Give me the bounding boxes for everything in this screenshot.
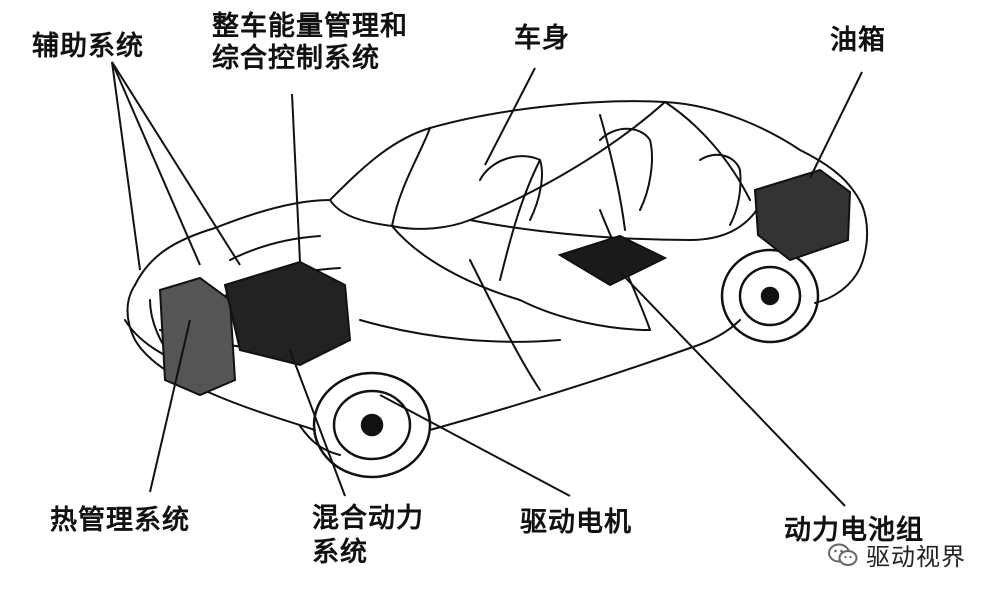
leader-auxiliary-1 — [111, 61, 141, 271]
front-wheel — [312, 371, 432, 479]
label-auxiliary-system: 辅助系统 — [32, 31, 144, 62]
label-hybrid-system-line1: 混合动力 — [312, 503, 424, 534]
label-energy-management-line2: 综合控制系统 — [212, 43, 380, 74]
battery-pack — [557, 234, 668, 287]
engine-block — [223, 260, 352, 367]
label-hybrid-system-line2: 系统 — [312, 537, 368, 568]
leader-auxiliary-3 — [111, 61, 241, 266]
leader-thermal — [149, 319, 191, 493]
fuel-tank-block — [753, 168, 852, 262]
wechat-icon — [828, 543, 858, 566]
car-body-outline — [134, 100, 869, 304]
leader-battery — [619, 271, 846, 507]
leader-hybrid — [289, 349, 346, 497]
label-thermal-management: 热管理系统 — [50, 505, 190, 536]
rear-wheel — [720, 248, 820, 344]
radiator-block — [158, 276, 237, 397]
leader-fuel — [809, 71, 863, 179]
label-car-body: 车身 — [514, 23, 570, 54]
watermark: 驱动视界 — [828, 537, 966, 572]
leader-motor — [379, 394, 571, 497]
label-fuel-tank: 油箱 — [830, 25, 886, 56]
leader-energy — [291, 93, 301, 263]
label-drive-motor: 驱动电机 — [520, 507, 632, 538]
leader-auxiliary-2 — [111, 61, 201, 266]
label-energy-management-line1: 整车能量管理和 — [212, 11, 408, 42]
watermark-text: 驱动视界 — [866, 543, 966, 571]
leader-body — [484, 67, 536, 166]
label-battery-pack: 动力电池组 — [784, 515, 924, 546]
